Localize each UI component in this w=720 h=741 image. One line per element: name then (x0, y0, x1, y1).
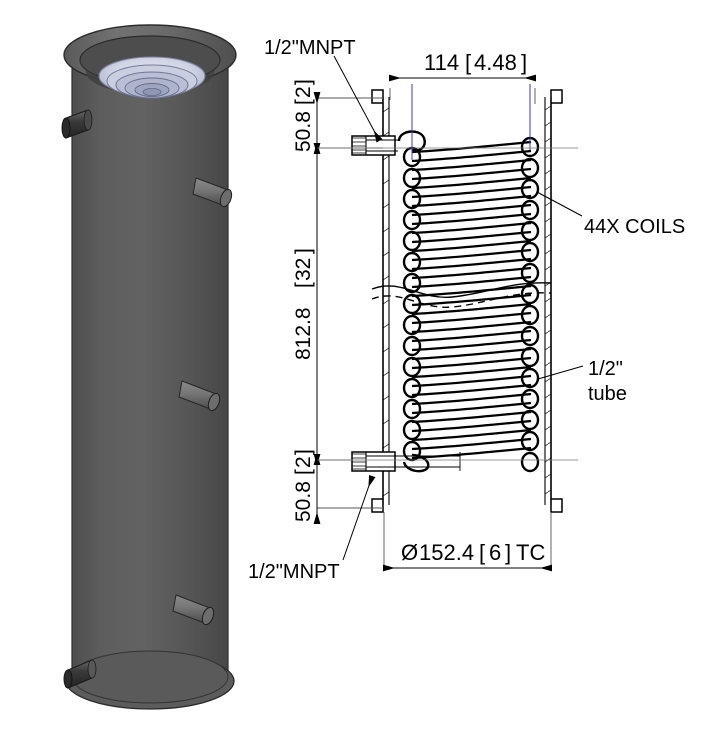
dim-label-dia-symbol: Ø (401, 540, 418, 565)
coil-circles-left (402, 146, 422, 462)
dimension-bottom-offset: 50.8 [ 2 ] (292, 449, 383, 524)
bottom-right-tc-flange (550, 498, 563, 513)
dim-label-dia-bracket-open: [ (479, 540, 485, 565)
dimension-coil-length: 812.8 [ 32 ] (292, 143, 383, 465)
dim-label-114-value: 114 (424, 50, 459, 75)
port-mid-side-3d (178, 380, 221, 412)
break-line-upper (371, 282, 552, 298)
dim-label-top-offset-bracket-open: [ (292, 99, 315, 105)
break-line-lower (371, 292, 552, 308)
label-mnpt-bottom: 1/2"MNPT (248, 561, 340, 583)
dim-label-bottom-offset-bracket-open: [ (292, 469, 315, 475)
leader-tube-size (537, 365, 584, 380)
top-left-tc-flange (371, 89, 384, 104)
bottom-left-tc-flange (371, 498, 384, 513)
port-bottom-face (63, 669, 73, 689)
isometric-vessel-model (61, 24, 237, 710)
dim-label-top-offset-inch: 2 (292, 86, 315, 98)
coil-top-bend (397, 130, 426, 152)
leader-mnpt-top (333, 55, 383, 143)
dim-label-114-inch: 4.48 (474, 50, 517, 75)
annotation-coils-count: 44X COILS (536, 191, 685, 238)
top-mnpt-threads (352, 137, 366, 154)
port-upper-face (219, 188, 233, 208)
wall-hatching-right (544, 105, 552, 495)
dimension-width-114: 114 [ 4.48 ] (389, 50, 536, 104)
dim-label-114-bracket-open: [ (465, 50, 471, 75)
section-view-group (351, 84, 563, 513)
bottom-mnpt-nipple (351, 451, 396, 472)
label-tube-line1: 1/2" (588, 358, 623, 380)
annotation-tube-size: 1/2" tube (537, 358, 627, 405)
dim-label-top-offset-bracket-close: ] (292, 79, 315, 85)
vessel-wall-right (544, 89, 563, 513)
bottom-nipple-bore (366, 455, 460, 468)
port-top-mnpt-3d (61, 109, 93, 139)
dim-label-dia-bracket-close: ] (505, 540, 511, 565)
port-bottom-mnpt-3d (63, 659, 97, 689)
bottom-mnpt-threads (352, 453, 366, 470)
interior-coil-center (142, 88, 162, 97)
coil-inlet-top (351, 130, 426, 156)
annotation-mnpt-top: 1/2"MNPT (264, 37, 383, 143)
dim-label-dia-inch: 6 (489, 540, 501, 565)
centerlines (411, 84, 531, 160)
dim-label-coil-value: 812.8 (292, 307, 315, 360)
dim-label-coil-inch: 32 (292, 258, 315, 281)
bottom-flange-face (71, 650, 229, 704)
reference-lines (317, 147, 578, 461)
dim-label-bottom-offset-value: 50.8 (292, 481, 315, 522)
dim-label-bottom-offset-inch: 2 (292, 456, 315, 468)
break-lines (371, 282, 552, 308)
top-right-tc-flange (550, 89, 563, 104)
dim-label-coil-bracket-open: [ (292, 282, 315, 288)
port-lower-face (201, 606, 215, 626)
vessel-wall-left (371, 89, 390, 513)
leader-coils-count (536, 191, 583, 217)
dimension-diameter: Ø 152.4 [ 6 ] TC (383, 512, 552, 572)
coil-strands (411, 140, 532, 460)
annotation-mnpt-bottom: 1/2"MNPT (248, 474, 376, 583)
label-tube-line2: tube (588, 383, 627, 405)
port-mid-face (207, 392, 221, 412)
dim-label-coil-bracket-close: ] (292, 248, 315, 254)
interior-coils-3d (98, 56, 206, 99)
port-top-base (83, 109, 93, 131)
dim-label-114-bracket-close: ] (521, 50, 527, 75)
coil-outlet-bottom (351, 451, 461, 473)
leader-mnpt-bottom (342, 474, 376, 561)
top-mnpt-nipple (351, 135, 396, 156)
port-bottom-base (87, 659, 97, 679)
label-coils-count: 44X COILS (584, 216, 685, 238)
dim-label-top-offset-value: 50.8 (292, 111, 315, 152)
dim-label-bottom-offset-bracket-close: ] (292, 449, 315, 455)
coil-helix (402, 136, 540, 473)
port-top-face (61, 117, 71, 139)
dim-label-dia-suffix: TC (516, 540, 545, 565)
port-lower-side-3d (172, 594, 215, 626)
port-upper-side-3d (192, 177, 233, 208)
label-mnpt-top: 1/2"MNPT (264, 37, 356, 59)
wall-hatching-left (382, 107, 390, 497)
dim-label-dia-value: 152.4 (419, 540, 474, 565)
